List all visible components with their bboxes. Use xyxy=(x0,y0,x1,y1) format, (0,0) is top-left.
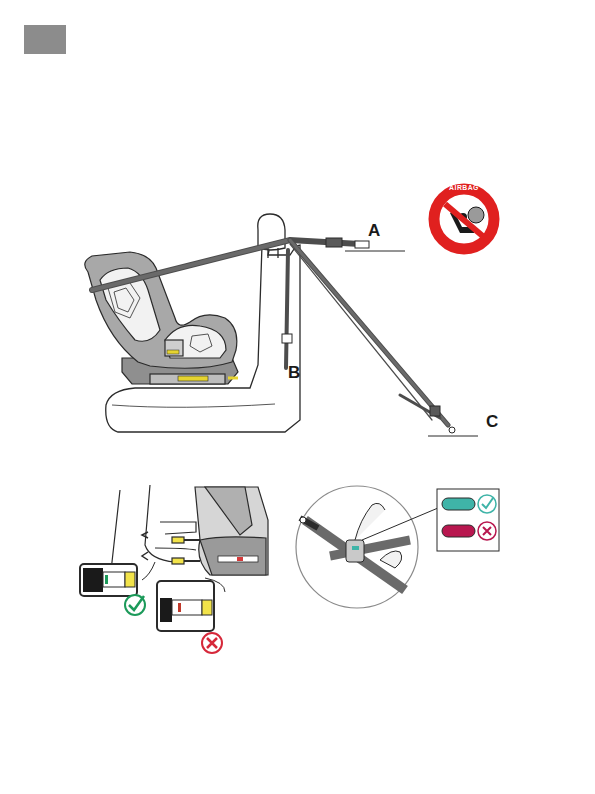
isofix-inset xyxy=(110,485,268,592)
check-mark-circle xyxy=(125,595,145,615)
callout-letter: B xyxy=(288,364,300,381)
no-airbag-sign: AIRBAG xyxy=(428,183,500,255)
sign-text: AIRBAG xyxy=(428,183,500,192)
isofix-indicator-wrong xyxy=(157,581,214,631)
callout-letter: C xyxy=(486,413,498,430)
section-marker xyxy=(24,25,66,54)
anchor-line xyxy=(345,251,478,436)
prohibition-ring xyxy=(428,183,500,255)
callout-letter: A xyxy=(368,222,380,239)
belt-tensioner-inset xyxy=(296,486,499,608)
cross-mark-circle xyxy=(202,633,222,653)
belt-buckle xyxy=(282,238,455,433)
vehicle-belt xyxy=(92,240,448,425)
isofix-indicator-ok xyxy=(80,564,137,596)
